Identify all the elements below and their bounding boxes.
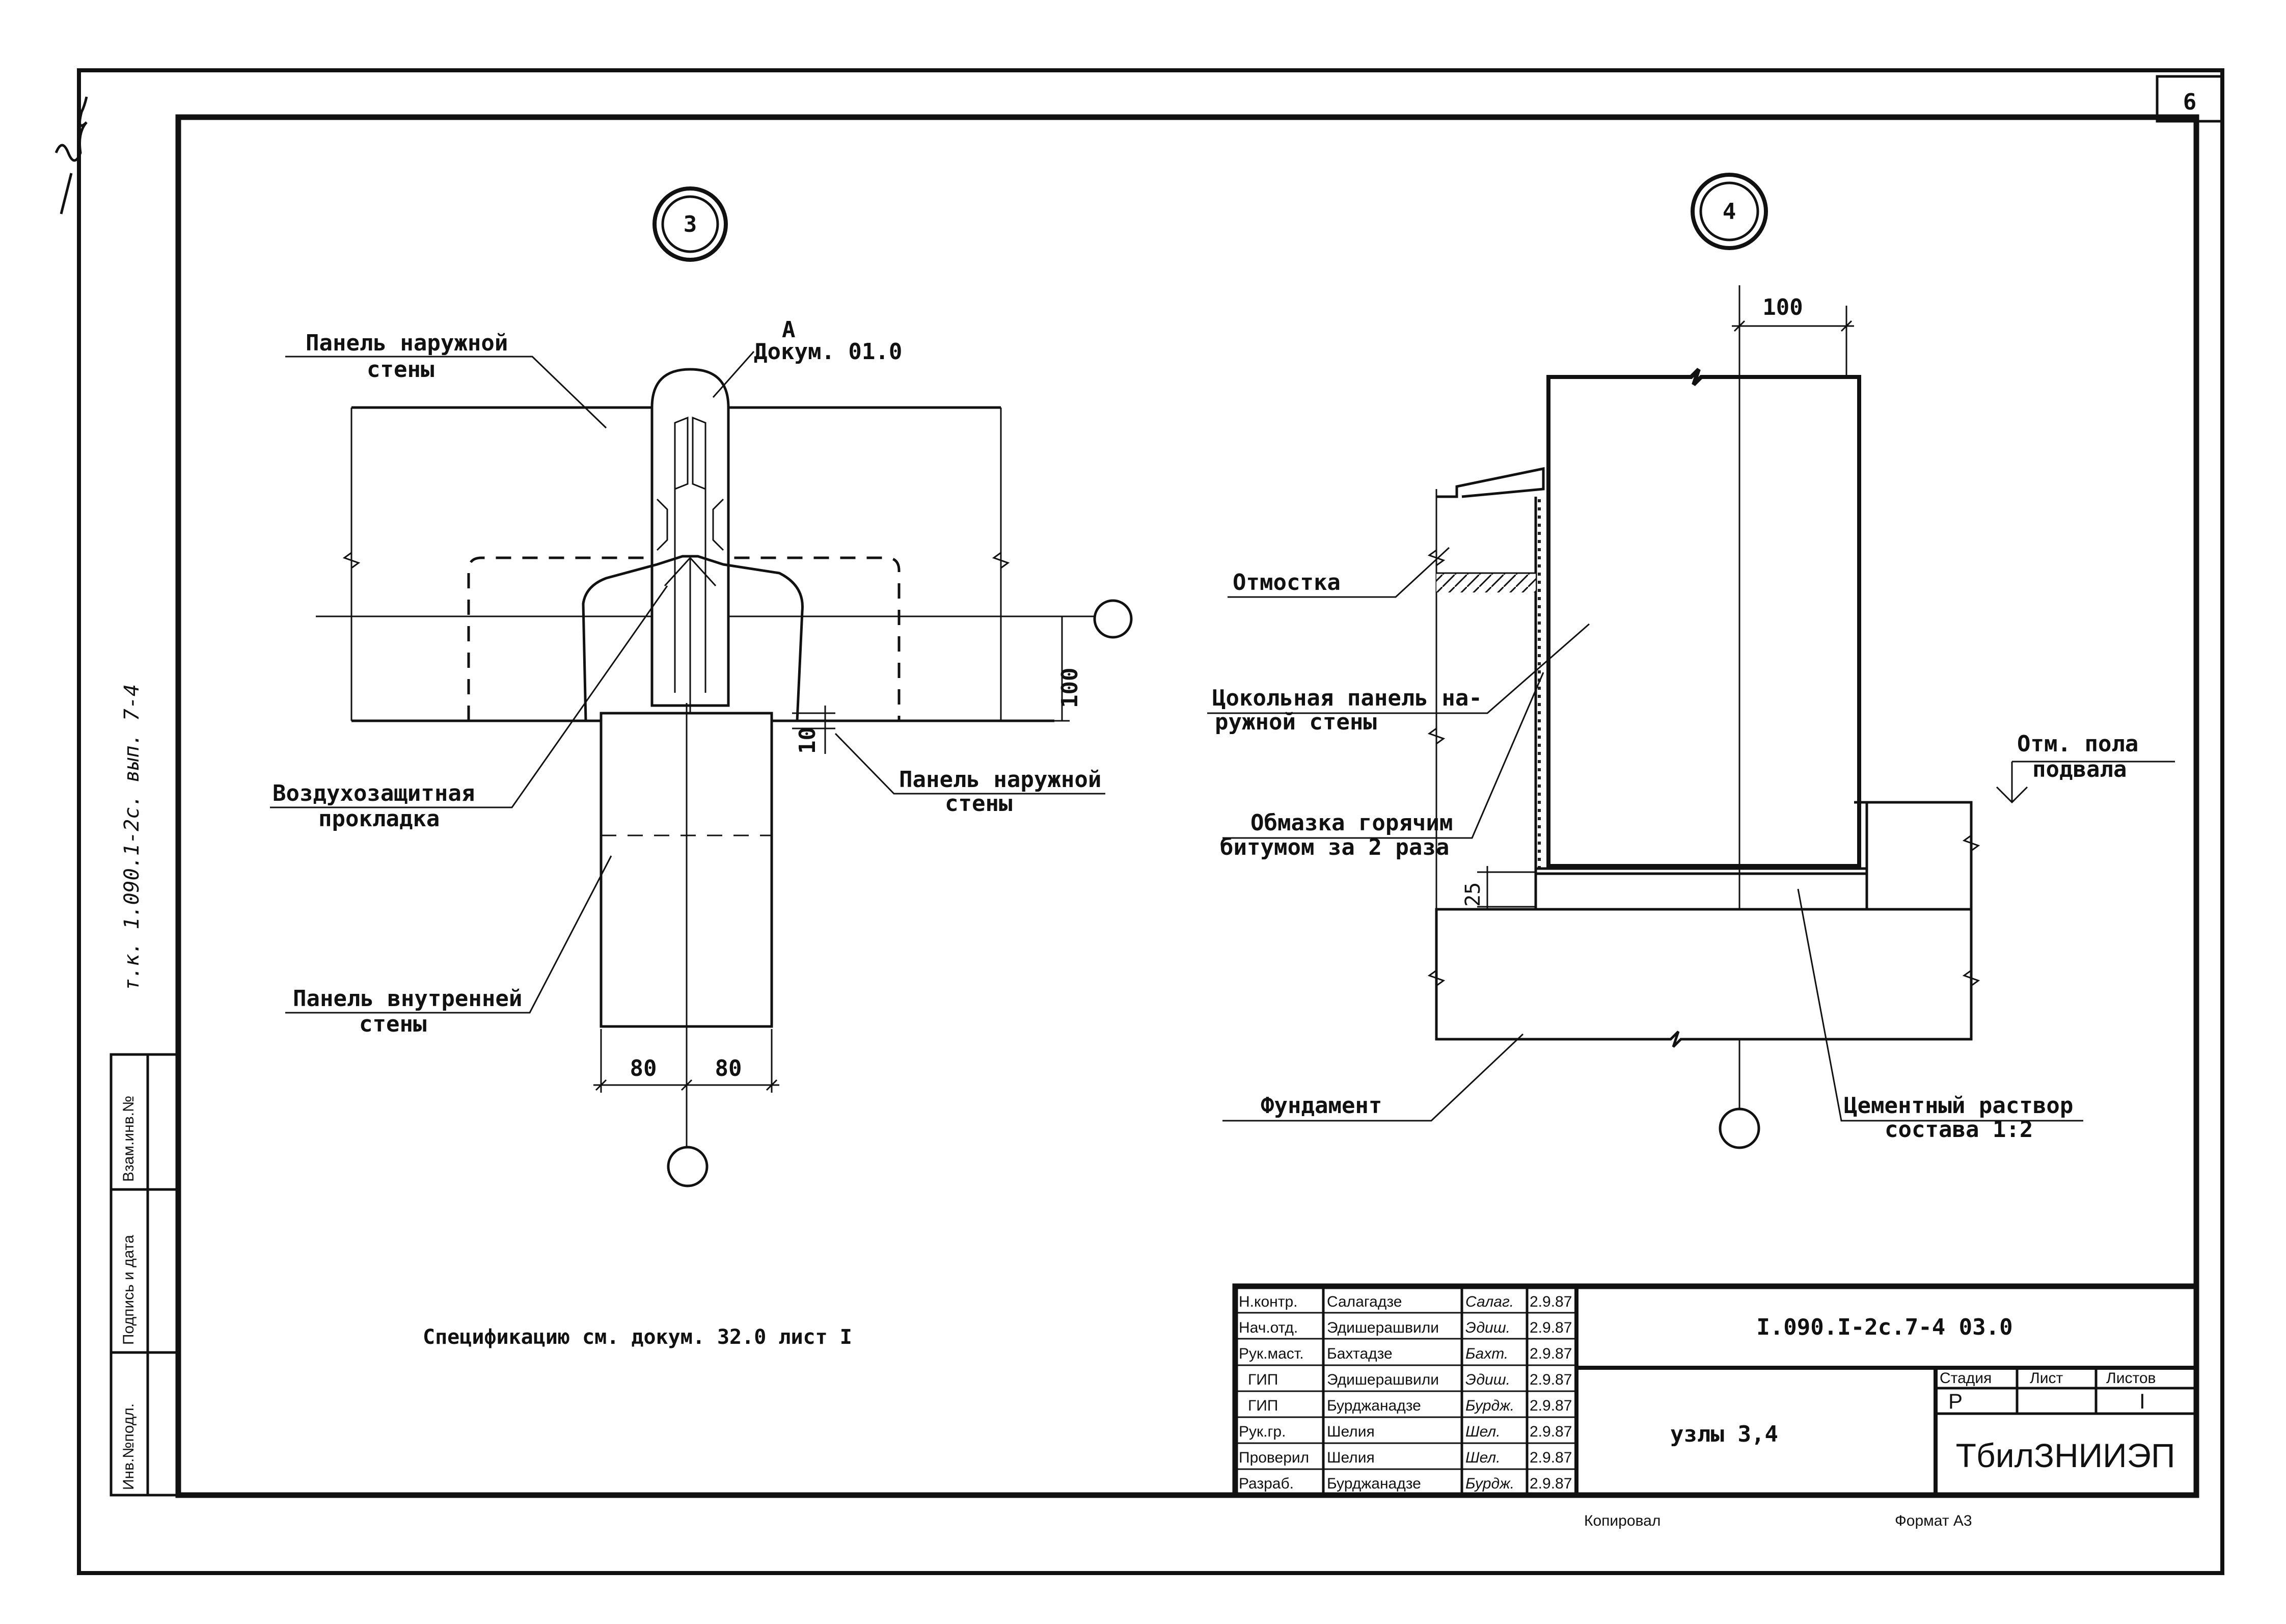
- node-4-marker: 4: [1723, 199, 1736, 225]
- label-outer-panel-top-1: Панель наружной: [306, 330, 508, 356]
- label-inner-panel-1: Панель внутренней: [293, 986, 522, 1012]
- dim-100-top: 100: [1762, 294, 1803, 320]
- tb-date-4: 2.9.87: [1530, 1397, 1572, 1414]
- sheet-number: 6: [2183, 89, 2197, 115]
- sheet-frame: 6: [77, 68, 2224, 1575]
- dim-80-left: 80: [630, 1055, 657, 1081]
- tb-role-5: Рук.гр.: [1239, 1423, 1286, 1440]
- tb-date-5: 2.9.87: [1530, 1423, 1572, 1440]
- axis-marker-bottom-4: [1719, 1107, 1760, 1149]
- tb-role-7: Разраб.: [1239, 1475, 1294, 1492]
- node-4-marker-inner: [1699, 181, 1759, 241]
- dim-25: 25: [1461, 882, 1485, 907]
- foundation-block: [1435, 908, 1973, 1048]
- tb-date-3: 2.9.87: [1530, 1371, 1572, 1388]
- axis-marker-right: [1093, 599, 1133, 639]
- key-profile: [650, 368, 730, 707]
- label-outer-panel-right-2: стены: [945, 791, 1012, 817]
- tb-name-7: Бурджанадзе: [1327, 1475, 1421, 1492]
- label-air-seal-1: Воздухозащитная: [273, 780, 475, 806]
- label-air-seal-2: прокладка: [318, 806, 440, 832]
- spec-note: Спецификацию см. докум. 32.0 лист I: [423, 1325, 852, 1349]
- tb-role-1: Нач.отд.: [1239, 1319, 1298, 1336]
- node-3-marker: 3: [684, 211, 697, 237]
- node-4: 4 100 25: [1207, 173, 2175, 1149]
- tb-sheets-header: Листов: [2106, 1370, 2156, 1387]
- side-stamp-text: т.к. 1.090.1-2с. вып. 7-4: [120, 684, 144, 991]
- node-3-marker-inner: [661, 195, 719, 253]
- tb-title: узлы 3,4: [1670, 1421, 1778, 1447]
- plinth-panel: [1546, 368, 1861, 868]
- dim-10: 10: [795, 727, 821, 754]
- label-doc: Докум. 01.0: [754, 339, 902, 365]
- tb-org: ТбилЗНИИЭП: [1956, 1437, 2175, 1474]
- label-foundation: Фундамент: [1261, 1093, 1382, 1119]
- tb-sign-3: Эдиш.: [1465, 1371, 1510, 1388]
- tb-name-1: Эдишерашвили: [1327, 1319, 1439, 1336]
- tb-name-6: Шелия: [1327, 1449, 1375, 1466]
- node-3: 3 100 10: [270, 186, 1133, 1187]
- tb-sign-0: Салаг.: [1465, 1293, 1514, 1310]
- tb-sheets: I: [2139, 1389, 2145, 1413]
- label-mortar-1: Цементный раствор: [1844, 1093, 2073, 1119]
- node-3-marker-outer: [652, 186, 728, 262]
- title-block: Н.контр. Салагадзе Салаг. 2.9.87 Нач.отд…: [1232, 1283, 2199, 1498]
- node-4-marker-outer: [1691, 173, 1768, 250]
- dim-100: 100: [1057, 668, 1083, 708]
- tb-sign-2: Бахт.: [1465, 1345, 1508, 1362]
- tb-sign-5: Шел.: [1465, 1423, 1501, 1440]
- side-col-inv: Инв.№подл.: [120, 1403, 137, 1490]
- tb-stage: Р: [1948, 1389, 1963, 1413]
- label-outer-panel-right-1: Панель наружной: [899, 767, 1101, 793]
- label-plinth-panel-1: Цокольная панель на-: [1212, 685, 1482, 711]
- tb-sign-6: Шел.: [1465, 1449, 1501, 1466]
- label-floor-level-2: подвала: [2032, 756, 2127, 782]
- concrete-infill: [582, 555, 804, 722]
- label-A: А: [782, 317, 796, 343]
- label-outer-panel-top-2: стены: [367, 357, 434, 383]
- tb-sign-1: Эдиш.: [1465, 1319, 1510, 1336]
- tb-sheet-header: Лист: [2030, 1370, 2063, 1387]
- dim-80-right: 80: [715, 1055, 742, 1081]
- tb-name-3: Эдишерашвили: [1327, 1371, 1439, 1388]
- footer-format: Формат А3: [1895, 1512, 1972, 1529]
- signature-mark: [55, 96, 88, 214]
- side-col-sign: Подпись и дата: [120, 1235, 137, 1345]
- tb-name-5: Шелия: [1327, 1423, 1375, 1440]
- tb-role-0: Н.контр.: [1239, 1293, 1297, 1310]
- tb-date-1: 2.9.87: [1530, 1319, 1572, 1336]
- tb-name-4: Бурджанадзе: [1327, 1397, 1421, 1414]
- tb-role-3: ГИП: [1248, 1371, 1278, 1388]
- tb-date-7: 2.9.87: [1530, 1475, 1572, 1492]
- side-col-replace: Взам.инв.№: [120, 1096, 137, 1182]
- tb-date-0: 2.9.87: [1530, 1293, 1572, 1310]
- footer-copied: Копировал: [1584, 1512, 1661, 1529]
- label-blind-area: Отмостка: [1233, 570, 1341, 596]
- tb-role-2: Рук.маст.: [1239, 1345, 1304, 1362]
- tb-name-0: Салагадзе: [1327, 1293, 1402, 1310]
- axis-marker-bottom: [667, 1146, 709, 1187]
- tb-sign-4: Бурдж.: [1465, 1397, 1514, 1414]
- tb-doc-code: I.090.I-2с.7-4 03.0: [1756, 1314, 2012, 1340]
- tb-date-2: 2.9.87: [1530, 1345, 1572, 1362]
- tb-stage-header: Стадия: [1940, 1370, 1992, 1387]
- tb-role-6: Проверил: [1239, 1449, 1309, 1466]
- tb-name-2: Бахтадзе: [1327, 1345, 1393, 1362]
- side-stamp: т.к. 1.090.1-2с. вып. 7-4 Инв.№подл. Под…: [55, 96, 180, 1497]
- tb-date-6: 2.9.87: [1530, 1449, 1572, 1466]
- label-bitumen-1: Обмазка горячим: [1250, 810, 1453, 836]
- label-inner-panel-2: стены: [359, 1011, 426, 1037]
- tb-sign-7: Бурдж.: [1465, 1475, 1514, 1492]
- tb-role-4: ГИП: [1248, 1397, 1278, 1414]
- label-floor-level-1: Отм. пола: [2017, 731, 2138, 757]
